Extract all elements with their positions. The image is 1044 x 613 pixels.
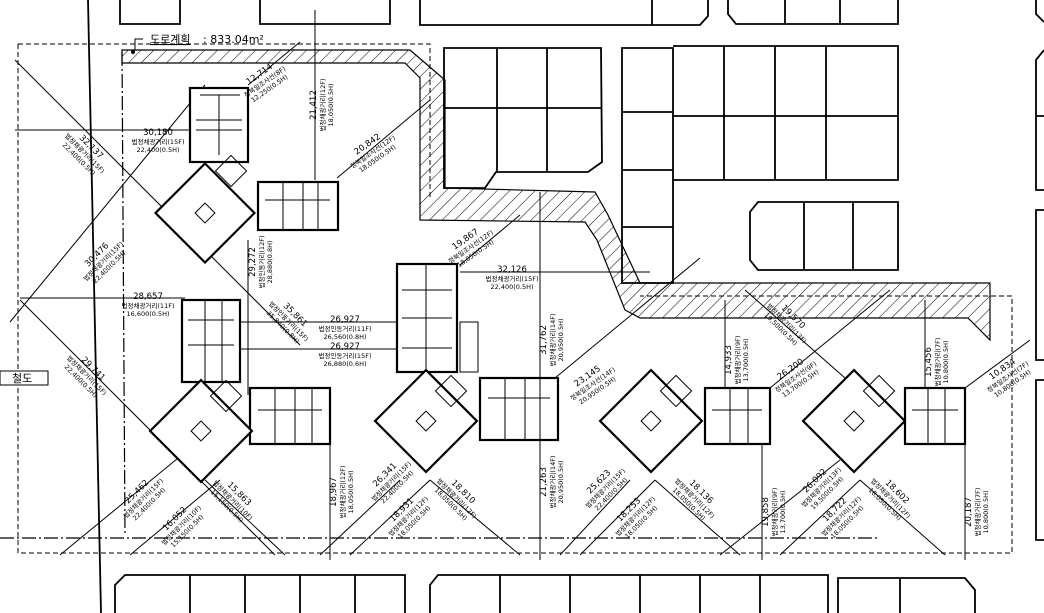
dimension-rule: 법정인동거리(15F) bbox=[319, 351, 372, 360]
dimension-requirement: 10,800(0.5H) bbox=[942, 340, 950, 383]
dimension-value: 20,187 bbox=[964, 497, 974, 527]
railway-line bbox=[87, 0, 102, 613]
building-rect-d bbox=[248, 386, 332, 446]
dimension-requirement: 13,700(0.5H) bbox=[779, 490, 787, 533]
dimension-requirement: 20,950(0.5H) bbox=[557, 460, 565, 503]
building-tower-3 bbox=[373, 368, 479, 474]
dimension-rule: 법정채광거리(11F) bbox=[122, 301, 175, 310]
building-tower-4 bbox=[598, 368, 704, 474]
dimension-value: 29,272 bbox=[248, 247, 258, 277]
dimension-value: 32,126 bbox=[497, 265, 527, 275]
dimension-requirement: 18,050(0.5H) bbox=[347, 470, 355, 513]
dimension-value: 30,180 bbox=[143, 128, 173, 138]
road-plan-area: : 833.04m² bbox=[203, 33, 264, 46]
building-tower-2 bbox=[148, 378, 254, 484]
dimension-requirement: 20,950(0.5H) bbox=[557, 318, 565, 361]
leader-dot bbox=[131, 50, 135, 54]
building-rect-g bbox=[703, 386, 772, 446]
dimension-requirement: 28,880(0.8H) bbox=[266, 240, 274, 283]
dimension-rule: 법정채광거리(7F) bbox=[973, 488, 982, 537]
dimension-requirement: 10,800(0.5H) bbox=[982, 490, 990, 533]
setback-line bbox=[121, 51, 126, 536]
building-rect-h bbox=[903, 386, 967, 446]
building-rect-c bbox=[180, 298, 242, 384]
dimension-rule: 법정채광거리(9F) bbox=[733, 336, 742, 385]
dimension-value: 31,762 bbox=[539, 325, 549, 355]
dimension-requirement: 22,400(0.5H) bbox=[136, 146, 179, 154]
dimension-requirement: 18,050(0.5H) bbox=[327, 83, 335, 126]
buildings bbox=[148, 86, 967, 484]
dimension-rule: 법정채광거리(12F) bbox=[318, 79, 327, 132]
dimension-rule: 법정채광거리(15F) bbox=[132, 137, 185, 146]
building-tower-5 bbox=[801, 368, 907, 474]
railway-label-box bbox=[0, 370, 49, 386]
dimension-requirement: 16,600(0.5H) bbox=[126, 310, 169, 318]
dimension-rule: 법정인동거리(12F) bbox=[257, 236, 266, 289]
dimension-value: 21,412 bbox=[309, 90, 319, 120]
measurement-lines bbox=[9, 10, 1031, 560]
dimension-value: 14,933 bbox=[724, 345, 734, 375]
dimension-value: 21,263 bbox=[539, 467, 549, 497]
dimension-rule: 법정채광거리(12F) bbox=[338, 466, 347, 519]
building-rect-f bbox=[478, 376, 560, 442]
dimension-rule: 법정채광거리(14F) bbox=[548, 314, 557, 367]
planned-road-area bbox=[121, 49, 991, 342]
dimension-rule: 법정채광거리(14F) bbox=[548, 456, 557, 509]
dimension-value: 26,927 bbox=[330, 342, 360, 352]
dimension-requirement: 13,700(0.5H) bbox=[742, 338, 750, 381]
dimension-requirement: 26,880(0.6H) bbox=[323, 360, 366, 368]
building-rect-e bbox=[395, 262, 479, 374]
dimension-value: 26,927 bbox=[330, 315, 360, 325]
dimension-value: 18,967 bbox=[329, 477, 339, 507]
road-plan-label: 도로계획 bbox=[150, 33, 190, 46]
railway-label: 철도 bbox=[12, 372, 32, 385]
dimension-value: 19,858 bbox=[761, 497, 771, 527]
dimension-value: 28,657 bbox=[133, 292, 163, 302]
building-rect-a bbox=[188, 86, 250, 164]
building-rect-b bbox=[256, 180, 340, 232]
building-tower-1 bbox=[153, 154, 257, 265]
dimension-rule: 법정인동거리(11F) bbox=[319, 324, 372, 333]
dimension-requirement: 26,560(0.8H) bbox=[323, 333, 366, 341]
dimension-rule: 법정채광거리(7F) bbox=[933, 338, 942, 387]
leader-line bbox=[134, 38, 143, 50]
dimension-value: 15,456 bbox=[924, 347, 934, 377]
dimension-rule: 법정채광거리(15F) bbox=[486, 274, 539, 283]
dimension-rule: 법정채광거리(9F) bbox=[770, 488, 779, 537]
dimension-requirement: 22,400(0.5H) bbox=[490, 283, 533, 291]
